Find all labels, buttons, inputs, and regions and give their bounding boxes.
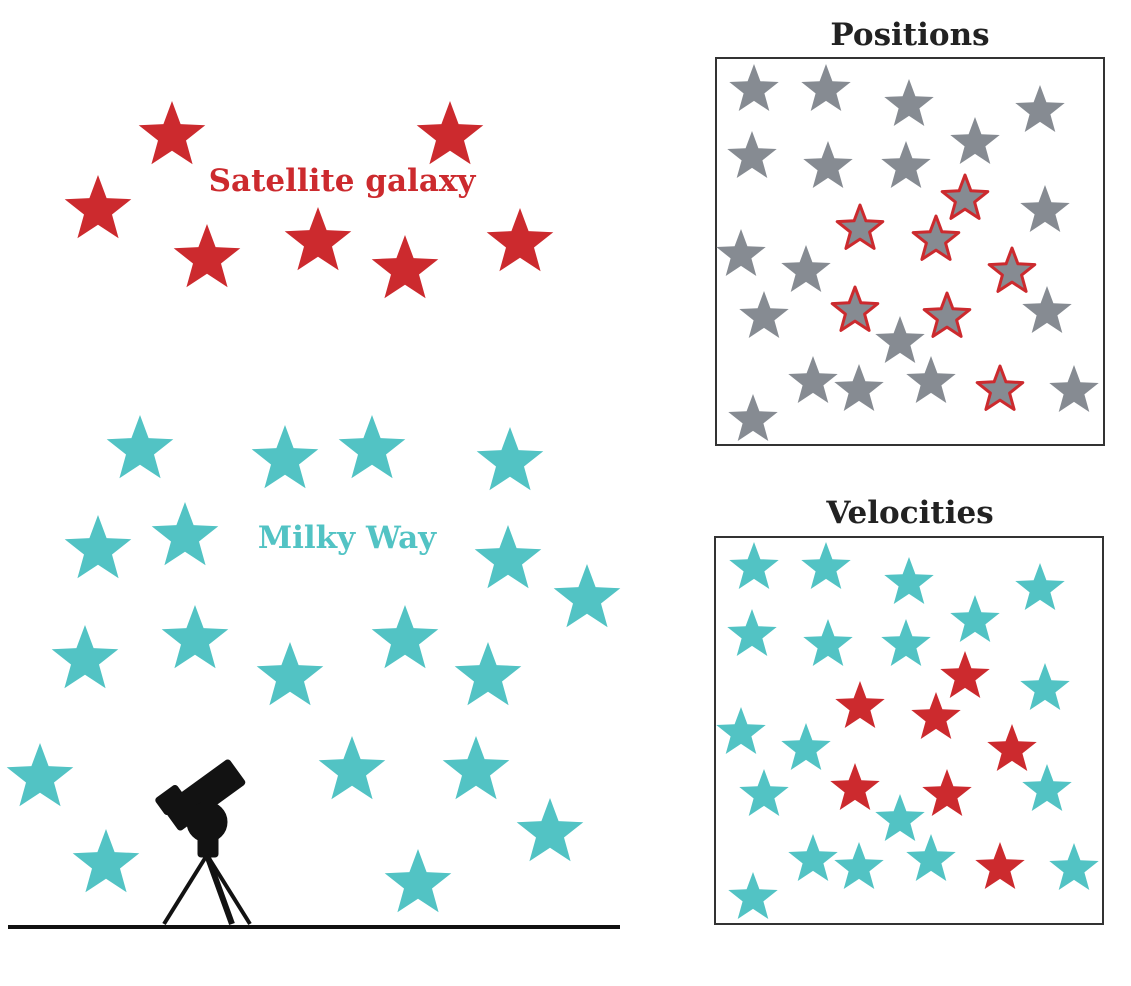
position-star-icon [1015,85,1065,132]
velocity-satellite-star-icon [922,769,972,816]
milky-way-star-icon [371,605,439,669]
position-star-icon [875,316,925,363]
position-star-icon [727,131,777,178]
velocity-star-icon [727,609,777,656]
position-star-icon [788,356,838,403]
velocity-star-icon [781,723,831,770]
position-star-icon [716,229,766,276]
positions-title: Positions [830,17,989,53]
satellite-star-icon [64,175,132,239]
velocity-satellite-star-icon [835,681,885,728]
milky-way-star-icon [161,605,229,669]
velocity-satellite-star-icon [975,842,1025,889]
position-star-icon [950,117,1000,164]
satellite-galaxy-label: Satellite galaxy [209,163,477,199]
milky-way-star-icon [454,642,522,706]
velocities-star-group [716,542,1099,919]
milky-way-star-group [6,415,621,913]
milky-way-star-icon [106,415,174,479]
velocity-star-icon [739,769,789,816]
milky-way-star-icon [476,427,544,491]
milky-way-label: Milky Way [258,520,437,556]
velocity-star-icon [728,872,778,919]
milky-way-star-icon [442,736,510,800]
velocity-satellite-star-icon [830,763,880,810]
velocity-star-icon [1022,764,1072,811]
velocity-star-icon [881,619,931,666]
velocity-star-icon [1020,663,1070,710]
milky-way-star-icon [516,798,584,862]
satellite-star-icon [416,101,484,165]
milky-way-star-icon [318,736,386,800]
positions-star-group [716,64,1099,441]
position-star-icon [1049,365,1099,412]
velocity-star-icon [875,794,925,841]
milky-way-star-icon [256,642,324,706]
position-star-icon [728,394,778,441]
milky-way-star-icon [251,425,319,489]
position-star-icon [781,245,831,292]
velocity-star-icon [716,707,766,754]
position-satellite-star-icon [987,246,1037,293]
velocity-star-icon [834,842,884,889]
velocity-star-icon [1049,843,1099,890]
milky-way-star-icon [64,515,132,579]
velocity-star-icon [801,542,851,589]
satellite-star-icon [284,207,352,271]
velocity-star-icon [803,619,853,666]
velocity-star-icon [1015,563,1065,610]
position-satellite-star-icon [975,364,1025,411]
velocity-star-icon [788,834,838,881]
velocity-star-icon [729,542,779,589]
position-star-icon [739,291,789,338]
milky-way-star-icon [338,415,406,479]
milky-way-star-icon [474,525,542,589]
milky-way-star-icon [384,849,452,913]
position-satellite-star-icon [835,203,885,250]
velocity-satellite-star-icon [987,724,1037,771]
satellite-star-icon [173,224,241,288]
velocity-star-icon [950,595,1000,642]
milky-way-star-icon [51,625,119,689]
position-star-icon [834,364,884,411]
position-star-icon [729,64,779,111]
position-satellite-star-icon [830,285,880,332]
position-satellite-star-icon [911,214,961,261]
velocity-star-icon [884,557,934,604]
position-satellite-star-icon [940,173,990,220]
position-star-icon [1022,286,1072,333]
satellite-star-icon [371,235,439,299]
milky-way-star-icon [553,564,621,628]
position-star-icon [906,356,956,403]
position-star-icon [801,64,851,111]
position-satellite-star-icon [922,291,972,338]
positions-panel-frame [715,57,1105,446]
ground-line [8,925,620,929]
velocity-satellite-star-icon [911,692,961,739]
telescope-icon [155,759,252,926]
position-star-icon [1020,185,1070,232]
velocities-panel-frame [714,536,1104,925]
velocity-satellite-star-icon [940,651,990,698]
position-star-icon [881,141,931,188]
milky-way-star-icon [6,743,74,807]
position-star-icon [884,79,934,126]
milky-way-star-icon [151,502,219,566]
velocity-star-icon [906,834,956,881]
satellite-star-group [64,101,554,299]
satellite-star-icon [138,101,206,165]
satellite-star-icon [486,208,554,272]
velocities-title: Velocities [825,495,993,531]
position-star-icon [803,141,853,188]
milky-way-star-icon [72,829,140,893]
